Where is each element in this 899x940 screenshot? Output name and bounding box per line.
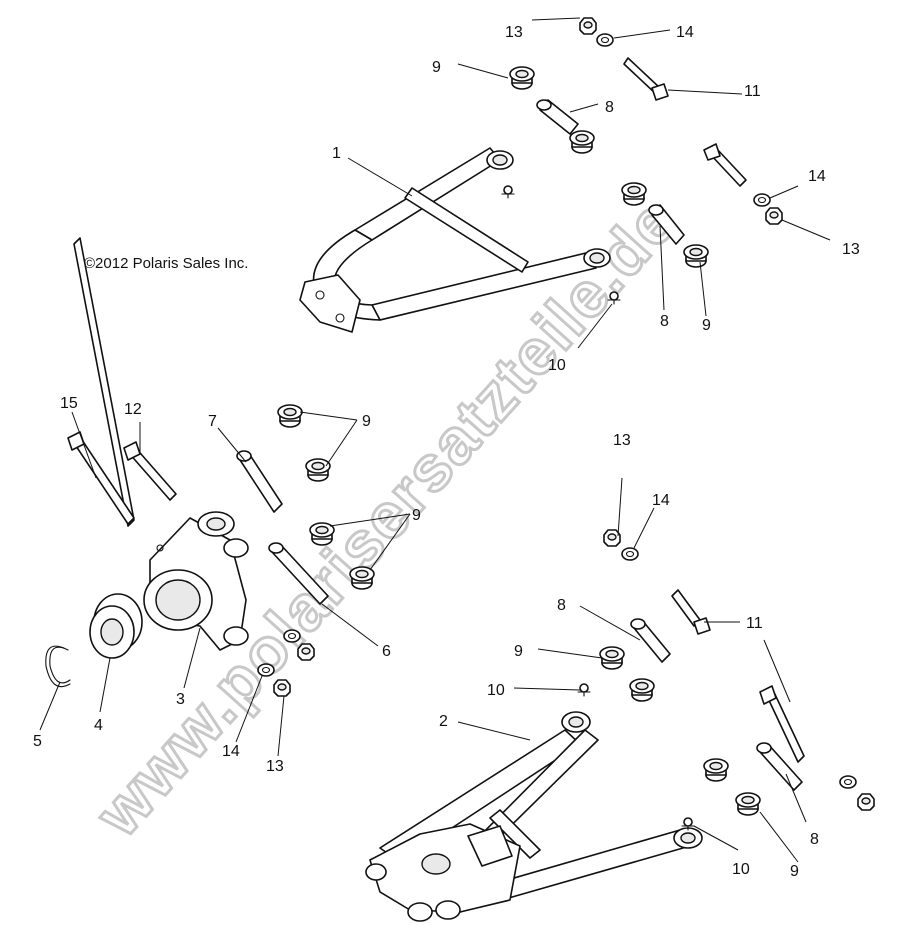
bushing-icon bbox=[735, 792, 761, 816]
callout-13: 13 bbox=[842, 241, 860, 258]
bushing-icon bbox=[305, 458, 331, 482]
callout-13: 13 bbox=[505, 24, 523, 41]
callout-3: 3 bbox=[176, 691, 185, 708]
nut-icon bbox=[603, 529, 621, 547]
nut-icon bbox=[857, 793, 875, 811]
callout-14: 14 bbox=[676, 24, 694, 41]
bolt-icon bbox=[67, 431, 135, 525]
bushing-icon bbox=[703, 758, 729, 782]
pivot-tube-icon bbox=[756, 742, 803, 791]
callout-14: 14 bbox=[222, 743, 240, 760]
washer-icon bbox=[753, 193, 771, 207]
callout-15: 15 bbox=[60, 395, 78, 412]
callout-8: 8 bbox=[557, 597, 566, 614]
callout-8: 8 bbox=[660, 313, 669, 330]
pivot-tube-icon bbox=[648, 204, 685, 245]
nut-icon bbox=[297, 643, 315, 661]
bushing-icon bbox=[349, 566, 375, 590]
copyright-text: ©2012 Polaris Sales Inc. bbox=[84, 255, 248, 272]
callout-9: 9 bbox=[790, 863, 799, 880]
callout-14: 14 bbox=[808, 168, 826, 185]
callout-1: 1 bbox=[332, 145, 341, 162]
callout-5: 5 bbox=[33, 733, 42, 750]
callout-10: 10 bbox=[548, 357, 566, 374]
callout-9: 9 bbox=[514, 643, 523, 660]
washer-icon bbox=[596, 33, 614, 47]
callout-10: 10 bbox=[732, 861, 750, 878]
callout-labels: 1 2 3 4 5 6 7 8 8 8 8 9 9 9 9 9 9 10 10 … bbox=[33, 24, 860, 880]
callout-13: 13 bbox=[613, 432, 631, 449]
callout-12: 12 bbox=[124, 401, 142, 418]
callout-10: 10 bbox=[487, 682, 505, 699]
nut-icon bbox=[765, 207, 783, 225]
callout-9: 9 bbox=[412, 507, 421, 524]
bolt-icon bbox=[623, 57, 669, 101]
washer-icon bbox=[257, 663, 275, 677]
bushing-icon bbox=[683, 244, 709, 268]
lower-a-arm-icon bbox=[365, 711, 703, 922]
leader-lines bbox=[39, 17, 831, 863]
callout-13: 13 bbox=[266, 758, 284, 775]
callout-8: 8 bbox=[605, 99, 614, 116]
pivot-tube-icon bbox=[536, 99, 579, 135]
upper-a-arm-icon bbox=[299, 147, 611, 333]
callout-14: 14 bbox=[652, 492, 670, 509]
pivot-tube-icon bbox=[630, 618, 671, 663]
nut-icon bbox=[273, 679, 291, 697]
callout-6: 6 bbox=[382, 643, 391, 660]
bushing-icon bbox=[621, 182, 647, 206]
washer-icon bbox=[839, 775, 857, 789]
callout-8: 8 bbox=[810, 831, 819, 848]
bolt-icon bbox=[73, 237, 135, 527]
bushing-icon bbox=[569, 130, 595, 154]
bushing-icon bbox=[509, 66, 535, 90]
callout-9: 9 bbox=[362, 413, 371, 430]
callout-4: 4 bbox=[94, 717, 103, 734]
bearing-carrier-icon bbox=[143, 511, 249, 651]
callout-9: 9 bbox=[432, 59, 441, 76]
nut-icon bbox=[579, 17, 597, 35]
pivot-tube-icon bbox=[268, 542, 329, 605]
bushing-icon bbox=[629, 678, 655, 702]
callout-11: 11 bbox=[746, 615, 763, 632]
bearing-icon bbox=[89, 593, 143, 659]
bolt-icon bbox=[759, 685, 805, 763]
washer-icon bbox=[283, 629, 301, 643]
washer-icon bbox=[621, 547, 639, 561]
pivot-tube-icon bbox=[236, 450, 283, 513]
bolt-icon bbox=[703, 143, 747, 187]
bushing-icon bbox=[599, 646, 625, 670]
callout-7: 7 bbox=[208, 413, 217, 430]
callout-2: 2 bbox=[439, 713, 448, 730]
bolt-icon bbox=[671, 589, 711, 635]
bolt-icon bbox=[123, 441, 177, 501]
bushing-icon bbox=[277, 404, 303, 428]
callout-9: 9 bbox=[702, 317, 711, 334]
callout-11: 11 bbox=[744, 83, 761, 100]
retaining-ring-icon bbox=[45, 645, 71, 688]
